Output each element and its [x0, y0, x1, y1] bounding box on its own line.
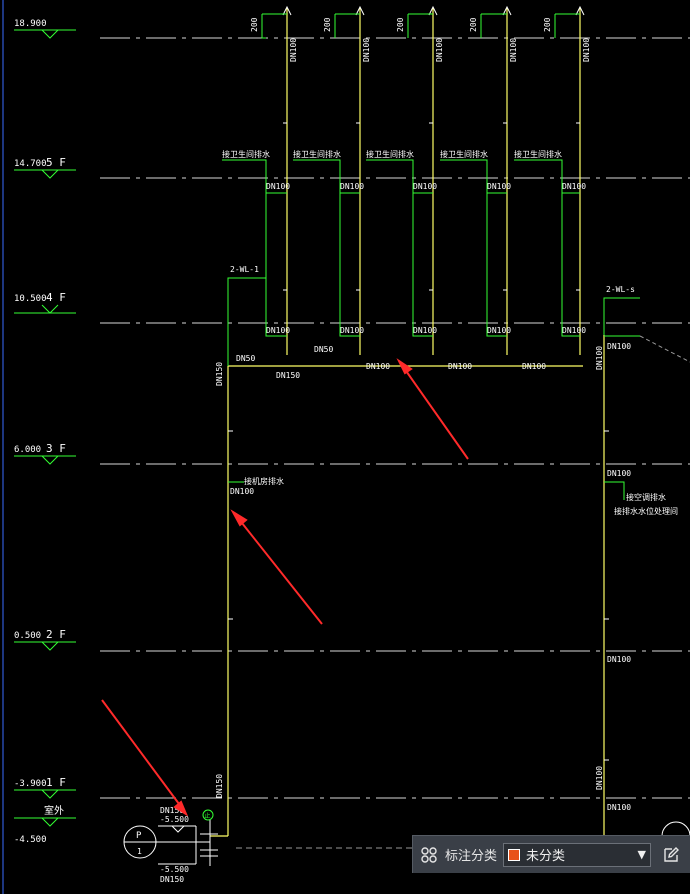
svg-text:5 F: 5 F	[46, 156, 66, 169]
svg-text:室外: 室外	[44, 804, 64, 817]
level-marker-5: -3.900 1 F	[14, 776, 76, 799]
svg-text:DN150: DN150	[160, 875, 184, 884]
level-marker-0: 18.900	[14, 19, 76, 39]
branch-connectors	[222, 13, 640, 500]
category-label: 标注分类	[445, 849, 498, 864]
category-select[interactable]: 未分类 ▼	[503, 842, 652, 867]
svg-text:DN100: DN100	[562, 182, 586, 191]
svg-text:200: 200	[396, 17, 405, 32]
svg-text:DN100: DN100	[582, 38, 591, 62]
collector-labels: DN50 DN50 DN150 DN100 DN100 DN100 DN150	[215, 345, 546, 386]
svg-text:DN100: DN100	[289, 38, 298, 62]
annotation-category-toolbar: 标注分类 未分类 ▼	[412, 835, 690, 873]
svg-text:接机房排水: 接机房排水	[244, 476, 284, 486]
level-marker-3: 6.000 3 F	[14, 442, 76, 465]
right-stack-labels: DN100 DN100 DN100 接空调排水 接排水水位处理间 DN100 D…	[595, 342, 678, 812]
svg-text:DN100: DN100	[607, 469, 631, 478]
svg-text:DN100: DN100	[266, 182, 290, 191]
valve-symbol	[202, 809, 214, 821]
svg-text:接排水水位处理间: 接排水水位处理间	[614, 506, 678, 516]
svg-text:DN100: DN100	[522, 362, 546, 371]
svg-text:止: 止	[205, 812, 211, 820]
grid-icon[interactable]	[413, 836, 445, 874]
svg-text:-5.500: -5.500	[160, 865, 189, 874]
svg-text:接卫生间排水: 接卫生间排水	[222, 149, 270, 159]
main-stack-dn150-bottom: DN150	[215, 774, 224, 798]
svg-text:P: P	[136, 831, 142, 841]
svg-text:1: 1	[137, 847, 142, 856]
dim-200-labels: 200 200 200 200 200	[250, 17, 552, 32]
svg-text:14.700: 14.700	[14, 159, 47, 169]
svg-text:DN150: DN150	[276, 371, 300, 380]
svg-text:-5.500: -5.500	[160, 815, 189, 824]
svg-text:0.500: 0.500	[14, 631, 41, 641]
svg-text:DN100: DN100	[562, 326, 586, 335]
svg-text:6.000: 6.000	[14, 445, 41, 455]
svg-text:DN100: DN100	[230, 487, 254, 496]
svg-text:DN100: DN100	[487, 182, 511, 191]
svg-text:18.900: 18.900	[14, 19, 47, 29]
svg-text:DN100: DN100	[340, 182, 364, 191]
svg-text:DN100: DN100	[607, 655, 631, 664]
level-lines	[100, 37, 690, 799]
category-color-swatch	[508, 848, 521, 861]
svg-text:DN100: DN100	[607, 342, 631, 351]
svg-text:接卫生间排水: 接卫生间排水	[514, 149, 562, 159]
svg-text:DN100: DN100	[413, 326, 437, 335]
branch-dn100-labels-4f: DN100 DN100 DN100 DN100 DN100	[266, 326, 586, 335]
red-annotation-arrows	[101, 358, 469, 817]
machine-room-drain: 接机房排水 DN100	[228, 476, 284, 496]
branch-dn100-labels-5f: DN100 DN100 DN100 DN100 DN100	[266, 182, 586, 191]
svg-text:200: 200	[469, 17, 478, 32]
risers	[210, 8, 605, 840]
svg-text:200: 200	[323, 17, 332, 32]
edit-icon[interactable]	[657, 836, 685, 874]
cleanout-ticks	[228, 122, 609, 761]
category-value: 未分类	[526, 849, 566, 864]
svg-text:DN100: DN100	[595, 346, 604, 370]
svg-text:1 F: 1 F	[46, 776, 66, 789]
svg-text:DN50: DN50	[236, 354, 255, 363]
svg-text:DN100: DN100	[595, 766, 604, 790]
outdoor-marker: 室外 -4.500	[14, 804, 76, 845]
svg-text:4 F: 4 F	[46, 291, 66, 304]
svg-text:DN100: DN100	[487, 326, 511, 335]
svg-text:DN100: DN100	[266, 326, 290, 335]
svg-text:接空调排水: 接空调排水	[626, 492, 666, 502]
svg-text:DN100: DN100	[435, 38, 444, 62]
svg-text:DN100: DN100	[362, 38, 371, 62]
svg-text:DN50: DN50	[314, 345, 333, 354]
svg-text:DN100: DN100	[340, 326, 364, 335]
level-marker-2: 10.500 4 F	[14, 291, 76, 314]
riser-vent-arrows	[282, 5, 585, 16]
svg-text:3 F: 3 F	[46, 442, 66, 455]
chevron-down-icon[interactable]: ▼	[637, 848, 647, 861]
riser-dn100-vertical-labels: DN100 DN100 DN100 DN100 DN100	[289, 38, 591, 62]
level-marker-4: 0.500 2 F	[14, 628, 76, 651]
svg-text:DN100: DN100	[607, 803, 631, 812]
svg-text:接卫生间排水: 接卫生间排水	[293, 149, 341, 159]
leader-line	[639, 335, 690, 363]
svg-text:2 F: 2 F	[46, 628, 66, 641]
svg-text:接卫生间排水: 接卫生间排水	[440, 149, 488, 159]
level-marker-1: 14.700 5 F	[14, 156, 76, 179]
svg-text:DN150: DN150	[160, 806, 184, 815]
svg-text:接卫生间排水: 接卫生间排水	[366, 149, 414, 159]
svg-text:-4.500: -4.500	[14, 835, 47, 845]
sump-pump-group: DN150 -5.500 -5.500 DN150 P 1 止	[123, 806, 218, 884]
svg-text:DN100: DN100	[448, 362, 472, 371]
svg-text:200: 200	[543, 17, 552, 32]
svg-text:10.500: 10.500	[14, 294, 47, 304]
svg-text:-3.900: -3.900	[14, 779, 47, 789]
floor-drain-labels: 接卫生间排水 接卫生间排水 接卫生间排水 接卫生间排水 接卫生间排水	[222, 149, 562, 159]
svg-text:200: 200	[250, 17, 259, 32]
stack-label-wls: 2-WL-s	[606, 285, 635, 294]
svg-text:DN100: DN100	[509, 38, 518, 62]
stack-label-wl1: 2-WL-1	[230, 265, 259, 274]
svg-text:DN100: DN100	[366, 362, 390, 371]
svg-text:DN150: DN150	[215, 362, 224, 386]
svg-text:DN100: DN100	[413, 182, 437, 191]
